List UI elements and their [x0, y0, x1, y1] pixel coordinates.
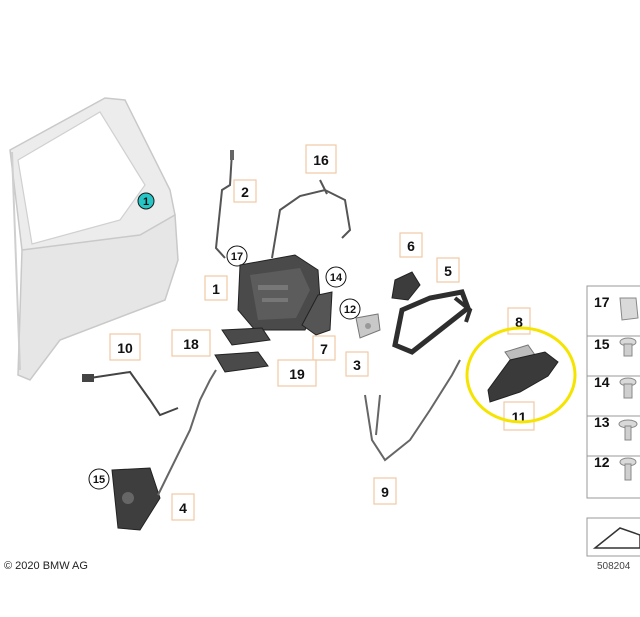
svg-text:12: 12 — [594, 454, 610, 470]
callout-5[interactable]: 5 — [436, 257, 460, 283]
callout-10[interactable]: 10 — [109, 333, 141, 361]
svg-text:7: 7 — [320, 341, 328, 357]
rear-door-panel — [9, 97, 179, 381]
svg-text:2: 2 — [241, 184, 249, 200]
part-5-handle-carrier — [392, 289, 473, 355]
svg-text:6: 6 — [407, 238, 415, 254]
part-19-bracket — [214, 351, 269, 373]
callout-3[interactable]: 3 — [345, 351, 369, 377]
svg-text:10: 10 — [117, 340, 133, 356]
svg-text:13: 13 — [594, 414, 610, 430]
part-6-bracket — [391, 271, 421, 301]
svg-text:9: 9 — [381, 484, 389, 500]
svg-text:19: 19 — [289, 366, 305, 382]
callout-1-door[interactable]: 1 — [137, 192, 155, 210]
side-item-12[interactable]: 12 — [594, 454, 637, 481]
callout-12-circle[interactable]: 12 — [339, 298, 361, 320]
callout-19[interactable]: 19 — [277, 359, 317, 387]
svg-text:17: 17 — [231, 251, 243, 263]
part-3-striker — [355, 313, 381, 339]
svg-text:12: 12 — [344, 304, 356, 316]
svg-text:4: 4 — [179, 500, 187, 516]
callout-16[interactable]: 16 — [305, 144, 337, 174]
callout-14-circle[interactable]: 14 — [325, 266, 347, 288]
side-item-17[interactable]: 17 — [594, 294, 639, 321]
callout-7[interactable]: 7 — [312, 335, 336, 361]
svg-text:15: 15 — [594, 336, 610, 352]
svg-text:14: 14 — [330, 272, 343, 284]
highlight-ring — [465, 326, 577, 424]
part-4-cable — [157, 369, 217, 496]
side-item-15[interactable]: 15 — [594, 336, 637, 357]
svg-text:18: 18 — [183, 336, 199, 352]
callout-4[interactable]: 4 — [171, 493, 195, 521]
part-2-rod — [214, 150, 234, 259]
panel-arrow-icon — [592, 527, 640, 549]
part-15-lock — [111, 467, 161, 531]
svg-text:3: 3 — [353, 357, 361, 373]
part-1-lock-module — [237, 254, 321, 331]
callout-18[interactable]: 18 — [171, 329, 211, 357]
callout-6[interactable]: 6 — [399, 232, 423, 258]
part-9-cable — [364, 359, 461, 462]
part-10-cable — [82, 370, 179, 417]
callout-15-circle[interactable]: 15 — [88, 468, 110, 490]
part-18-bracket — [221, 327, 271, 346]
part-11-door-handle — [487, 351, 559, 403]
svg-text:15: 15 — [93, 474, 105, 486]
diagram-reference-number: 508204 — [597, 561, 631, 572]
callout-1-label: 1 — [143, 196, 149, 208]
svg-text:8: 8 — [515, 314, 523, 330]
side-item-13[interactable]: 13 — [594, 414, 638, 441]
part-7-bracket — [301, 291, 333, 336]
callout-2[interactable]: 2 — [233, 179, 257, 203]
svg-text:1: 1 — [212, 281, 220, 297]
callout-17-circle[interactable]: 17 — [226, 245, 248, 267]
svg-text:16: 16 — [313, 152, 329, 168]
copyright-text: © 2020 BMW AG — [4, 560, 88, 572]
part-16-wire — [271, 179, 352, 259]
svg-text:17: 17 — [594, 294, 610, 310]
callout-1[interactable]: 1 — [204, 275, 228, 301]
svg-text:14: 14 — [594, 374, 610, 390]
callout-9[interactable]: 9 — [373, 477, 397, 505]
svg-text:5: 5 — [444, 263, 452, 279]
callout-11[interactable]: 11 — [503, 401, 535, 431]
side-item-14[interactable]: 14 — [594, 374, 637, 399]
